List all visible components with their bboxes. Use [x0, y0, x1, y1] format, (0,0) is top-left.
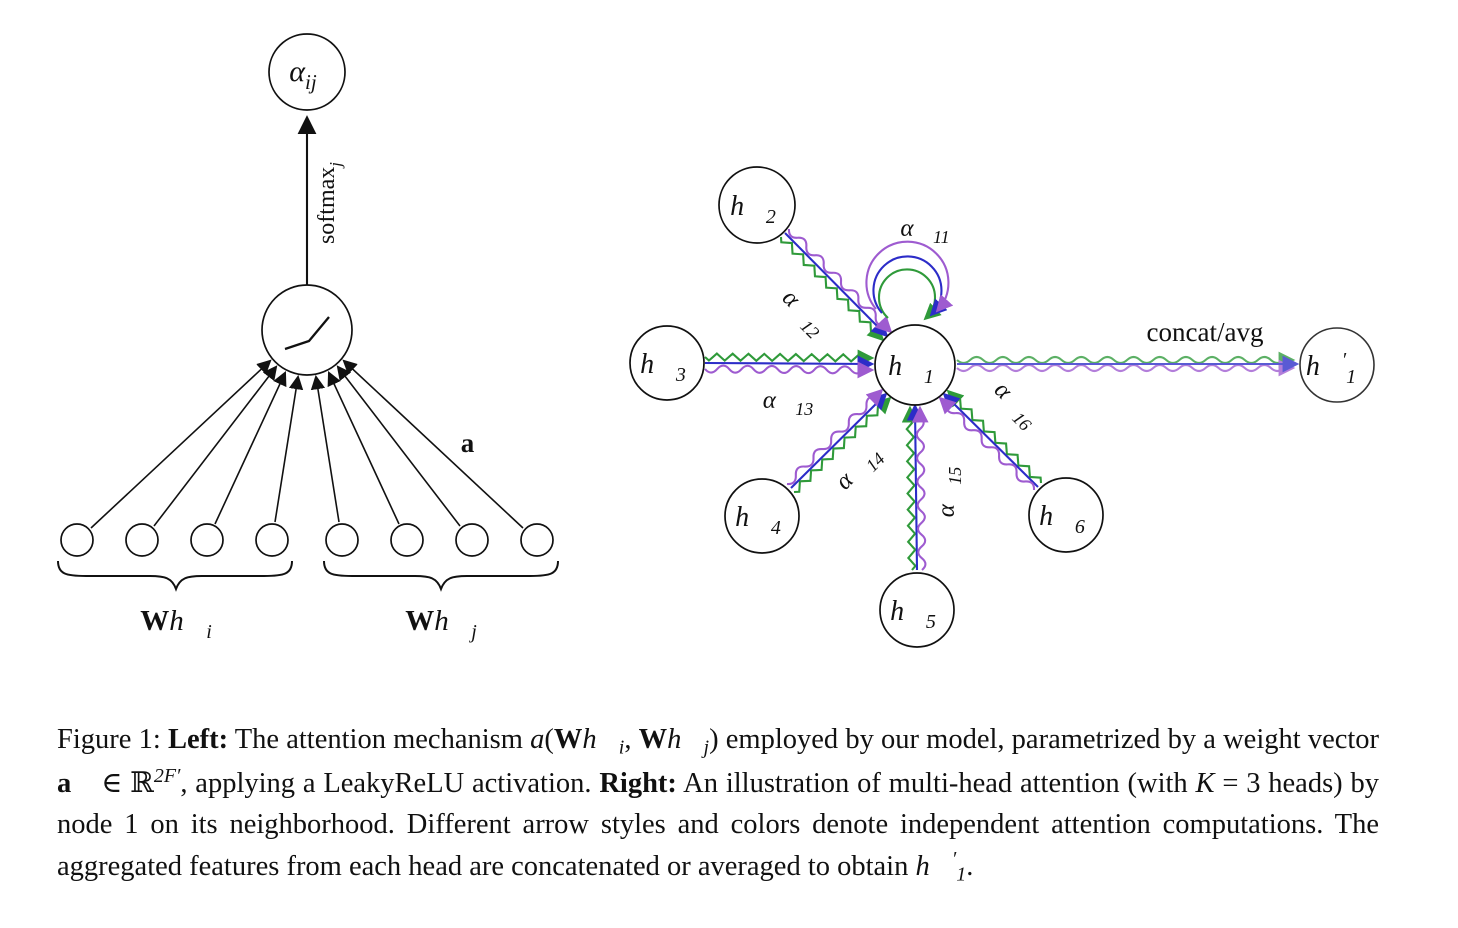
edge-h1-self-loop — [865, 240, 954, 321]
alpha-15-label: α⃗15 — [933, 467, 965, 518]
edge-h5-h1 — [901, 403, 929, 571]
caption-segment: h⃗ — [582, 723, 619, 755]
leakyrelu-node — [261, 284, 353, 376]
edge-h3-h1 — [704, 349, 875, 379]
caption-segment: a — [530, 723, 545, 755]
node-h1-label: h⃗1 — [888, 351, 934, 388]
head-green-strand — [877, 268, 942, 321]
whj-label: Wh⃗j — [405, 605, 477, 643]
caption-segment: j — [703, 736, 710, 759]
brace-whi — [57, 560, 293, 592]
caption-segment: An illustration of multi-head attention … — [676, 767, 1196, 799]
caption-segment: K — [1195, 767, 1215, 799]
caption-segment: 2F′ — [153, 764, 181, 787]
node-h3-label: h⃗3 — [640, 349, 686, 386]
concat-avg-label: concat/avg — [1147, 317, 1264, 347]
caption-segment: ( — [544, 723, 554, 755]
caption-segment: The attention mechanism — [228, 723, 531, 755]
node-h3 — [629, 325, 705, 401]
node-h1 — [874, 324, 956, 406]
head-blue-strand — [872, 255, 948, 317]
node-h4 — [724, 478, 800, 554]
alpha-ij-node — [268, 33, 346, 111]
edge-h4-h1 — [786, 388, 892, 494]
softmax-label: softmaxj — [314, 162, 345, 244]
head-purple-strand — [911, 405, 929, 571]
node-h5-label: h⃗5 — [890, 596, 936, 633]
figure-canvas: αij softmaxj a⃗ — [57, 33, 1375, 648]
alpha-13-label: α⃗13 — [763, 387, 814, 419]
caption-segment: W — [553, 723, 583, 755]
input-units — [60, 523, 554, 557]
left-attention-diagram: αij softmaxj a⃗ — [57, 33, 559, 643]
head-purple-strand — [938, 396, 1036, 491]
head-purple-strand — [956, 359, 1296, 377]
head-green-strand — [946, 389, 1043, 484]
caption-segment: 1 — [956, 863, 967, 886]
node-h2 — [718, 166, 796, 244]
node-h1-prime — [1299, 327, 1375, 403]
caption-segment: i — [618, 736, 625, 759]
alpha-12-label: α⃗12 — [773, 284, 831, 342]
caption-segment: h⃗ — [667, 723, 704, 755]
head-purple-strand — [786, 388, 884, 486]
head-blue-strand — [906, 403, 924, 571]
head-blue-strand — [942, 392, 1039, 488]
caption-segment: Left: — [167, 723, 229, 755]
node-h4-label: h⃗4 — [735, 502, 781, 539]
alpha-ij-label: αij — [289, 55, 317, 94]
caption-segment: h⃗ — [915, 850, 952, 882]
caption-segment: , applying a LeakyReLU activation. — [180, 767, 600, 799]
edge-h6-h1 — [938, 389, 1043, 491]
head-green-strand — [901, 405, 919, 571]
head-blue-strand — [790, 392, 888, 489]
caption-segment: ∈ ℝ — [93, 767, 154, 799]
right-multihead-diagram: h⃗2 h⃗3 h⃗4 h⃗5 h⃗6 h⃗1 h⃗′1 α⃗11 α⃗12 α… — [629, 166, 1375, 648]
head-blue-strand — [784, 232, 889, 338]
a-vector-label: a⃗ — [461, 428, 496, 458]
head-purple-strand — [865, 240, 954, 313]
caption-segment: ′ — [951, 847, 957, 870]
head-green-strand — [793, 396, 892, 494]
node-h5 — [879, 572, 955, 648]
caption-segment: . — [966, 850, 974, 882]
node-h2-label: h⃗2 — [730, 191, 776, 228]
edge-h1-h1prime-concat — [956, 351, 1300, 377]
node-h6 — [1028, 477, 1104, 553]
head-blue-strand — [704, 355, 875, 373]
alpha-11-label: α⃗11 — [900, 215, 949, 247]
caption-segment: Right: — [599, 767, 677, 799]
head-green-strand — [956, 351, 1296, 369]
node-h1-prime-label: h⃗′1 — [1306, 349, 1356, 388]
alpha-16-label: α⃗16 — [985, 376, 1043, 434]
node-h6-label: h⃗6 — [1039, 501, 1085, 538]
figure-caption: Figure 1: Left: The attention mechanism … — [57, 719, 1379, 890]
caption-segment: , — [624, 723, 639, 755]
fan-in-arrows — [90, 359, 524, 529]
caption-segment: ) employed by our model, parametrized by… — [709, 723, 1380, 755]
caption-segment: a⃗ — [57, 767, 94, 799]
caption-segment: = 3 heads) by node 1 on its neighborhood… — [57, 767, 1379, 882]
leakyrelu-curve — [284, 316, 330, 351]
caption-segment: Figure 1: — [57, 723, 168, 755]
caption-segment: W — [638, 723, 668, 755]
edge-h2-h1 — [779, 228, 893, 342]
whi-label: Wh⃗i — [140, 605, 212, 643]
head-green-strand — [779, 236, 885, 342]
head-green-strand — [704, 349, 875, 367]
head-purple-strand — [787, 228, 893, 334]
brace-whj — [323, 560, 559, 592]
head-purple-strand — [704, 361, 875, 379]
